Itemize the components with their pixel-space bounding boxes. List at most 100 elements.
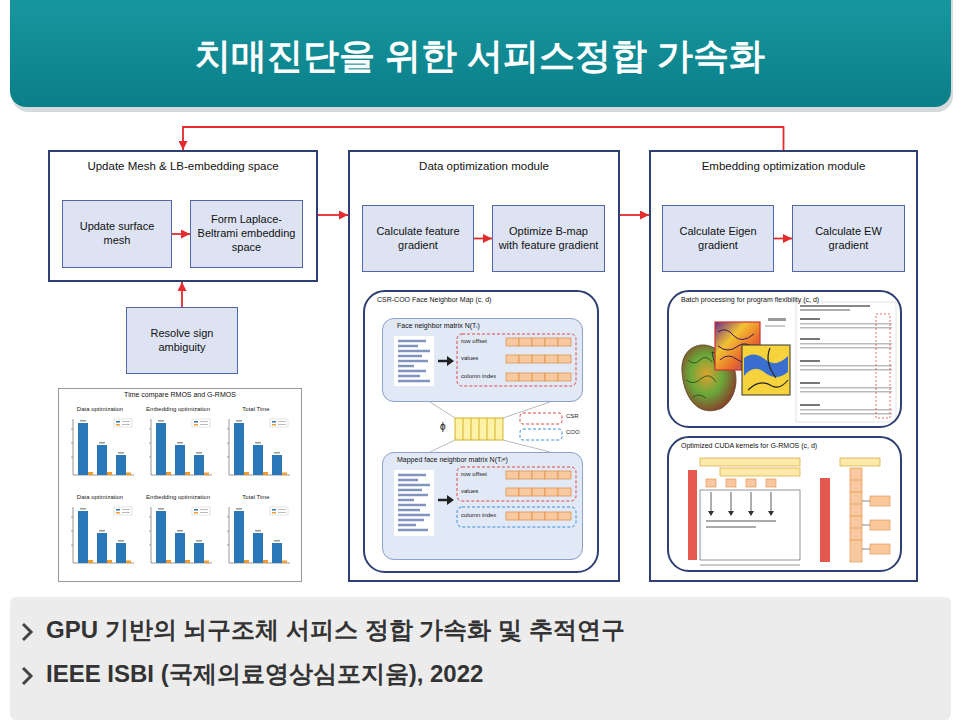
flow-arrow — [172, 233, 190, 235]
coo-matrix-figure — [398, 514, 430, 517]
cuda-kernel-figure — [862, 549, 870, 550]
row-label: values — [461, 488, 478, 495]
cuda-kernel-figure — [870, 520, 890, 530]
coo-matrix-figure — [398, 504, 426, 507]
coo-matrix-figure — [506, 488, 571, 496]
cuda-kernel-figure — [850, 480, 862, 540]
cuda-kernel-figure — [711, 492, 771, 512]
title-band — [10, 0, 953, 112]
chart-title: Data optimization — [64, 494, 136, 501]
csr-matrix-figure — [398, 340, 426, 343]
row-label: row offset — [461, 338, 487, 345]
coo-matrix-figure — [447, 495, 454, 505]
title-band — [10, 0, 951, 107]
panel-heading: Data optimization module — [350, 160, 618, 172]
csr-matrix-figure — [398, 365, 414, 368]
cuda-kernel-figure — [748, 511, 754, 516]
memory-table — [800, 309, 850, 311]
memory-table — [796, 302, 896, 422]
mapping-bar — [520, 413, 562, 424]
row-label: row offset — [461, 471, 487, 478]
box-text: Calculate Eigen gradient — [668, 225, 768, 253]
process-box: Optimize B-map with feature gradient — [492, 205, 605, 272]
coo-matrix-figure — [457, 507, 576, 527]
matrix-fill — [382, 318, 583, 402]
cuda-kernel-figure — [706, 520, 776, 522]
coo-matrix-figure — [398, 494, 428, 497]
coo-matrix-figure — [398, 484, 430, 487]
csr-matrix-figure — [398, 341, 430, 381]
flow-arrow — [318, 214, 348, 216]
cuda-kernel-figure — [751, 492, 752, 512]
panel-heading: Embedding optimization module — [651, 160, 916, 172]
cuda-kernel-figure — [850, 504, 862, 505]
memory-table — [800, 318, 820, 320]
cuda-kernel-figure — [862, 501, 870, 502]
flow-arrow — [181, 282, 183, 307]
csr-matrix-figure — [506, 373, 571, 381]
brain-batch-figure — [765, 326, 785, 327]
coo-matrix-figure — [398, 519, 424, 522]
chart-title: Embedding optimization — [142, 406, 214, 413]
cuda-kernel-figure — [688, 458, 890, 565]
coo-matrix-figure — [394, 470, 434, 536]
module-panel: Embedding optimization moduleCalculate E… — [649, 150, 918, 582]
mapping-bar — [495, 418, 496, 440]
memory-table — [876, 314, 890, 418]
matrix-panel: Face neighbor matrix N(Tᵢ) — [382, 318, 583, 402]
coo-matrix-figure — [398, 529, 428, 532]
box-text: Optimize B-map with feature gradient — [498, 225, 599, 253]
csr-matrix-figure — [398, 360, 428, 363]
row-label: column index — [461, 512, 496, 519]
panel-heading: Time compare RMOS and G-RMOS — [59, 391, 301, 399]
cuda-kernel-figure — [850, 468, 862, 562]
process-box: Update surface mesh — [62, 200, 172, 268]
coo-matrix-figure — [506, 512, 571, 520]
memory-table — [800, 360, 820, 362]
row-label: column index — [461, 373, 496, 380]
flow-arrow — [474, 238, 492, 240]
memory-table — [800, 413, 892, 415]
cuda-kernel-figure — [766, 479, 776, 487]
coo-matrix-figure — [398, 474, 426, 477]
csr-matrix-figure — [447, 356, 454, 366]
row-label: values — [461, 355, 478, 362]
memory-table — [800, 347, 892, 349]
cuda-kernel-figure — [711, 492, 712, 512]
footer-band — [23, 624, 31, 640]
coo-matrix-figure — [438, 499, 448, 502]
cuda-kernel-figure — [771, 492, 772, 512]
process-box: Form Laplace-Beltrami embedding space — [190, 200, 303, 268]
panel-heading: CSR-COO Face Neighbor Map (c, d) — [377, 296, 597, 304]
csr-matrix-figure — [398, 345, 418, 348]
format-label: CSR — [566, 413, 579, 420]
mapping-bar — [520, 429, 562, 440]
cuda-kernel-figure — [862, 525, 870, 526]
mapping-bar — [503, 402, 550, 418]
cuda-kernel-figure — [768, 511, 774, 516]
module-panel: Update Mesh & LB-embedding spaceUpdate s… — [48, 150, 318, 282]
cuda-kernel-figure — [706, 479, 716, 487]
coo-matrix-figure — [398, 509, 420, 512]
csr-matrix-figure — [394, 336, 434, 386]
format-label: COO — [566, 429, 580, 436]
csr-matrix-figure — [398, 350, 430, 353]
mapping-bar — [463, 418, 464, 440]
brain-batch-figure — [744, 354, 788, 377]
memory-table — [800, 391, 892, 393]
coo-matrix-figure — [398, 489, 422, 492]
matrix-panel: Mapped face neighbor matrix N(Tᵢᵠ) — [382, 452, 583, 560]
cuda-kernel-figure — [840, 458, 880, 466]
cuda-kernel-figure — [820, 478, 830, 562]
flow-arrow — [183, 127, 784, 150]
memory-table — [800, 382, 820, 384]
memory-table — [800, 409, 892, 411]
csr-matrix-figure — [506, 338, 571, 346]
memory-table — [800, 404, 820, 406]
chart-title: Data optimization — [64, 406, 136, 413]
csr-matrix-figure — [398, 380, 430, 383]
footer-band — [10, 597, 951, 720]
panel-heading: Update Mesh & LB-embedding space — [50, 160, 316, 172]
brain-batch-figure — [686, 357, 716, 398]
box-text: Resolve sign ambiguity — [132, 327, 232, 355]
